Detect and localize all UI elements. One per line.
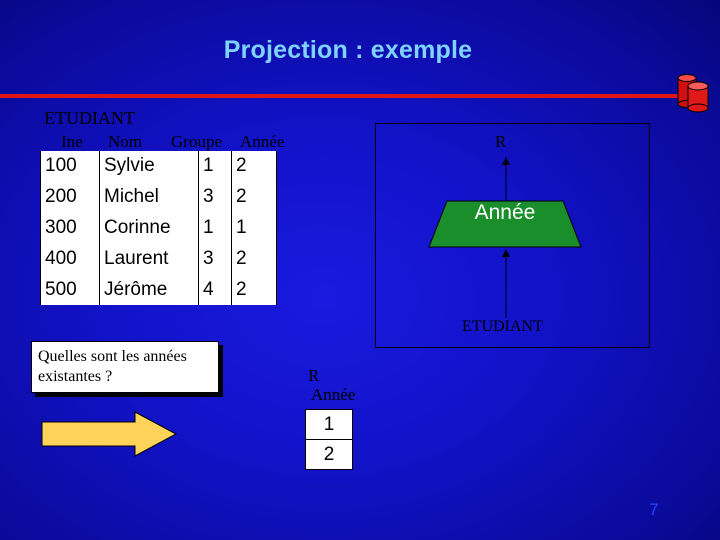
cell-ine: 500 — [40, 274, 100, 305]
cell-groupe: 3 — [198, 181, 232, 212]
cell-annee: 2 — [231, 243, 277, 274]
table-row: 2 — [305, 439, 353, 470]
table-row: 100 Sylvie 1 2 — [40, 151, 277, 181]
column-header-nom: Nom — [108, 132, 142, 151]
result-cell: 1 — [305, 409, 353, 440]
cell-nom: Michel — [99, 181, 199, 212]
cell-groupe: 1 — [198, 212, 232, 243]
projection-operator-label: Année — [474, 201, 536, 224]
cell-groupe: 1 — [198, 151, 232, 181]
column-header-annee: Année — [240, 132, 285, 151]
answer-arrow-icon — [41, 411, 178, 457]
cell-groupe: 4 — [198, 274, 232, 305]
table-row: 1 — [305, 409, 353, 440]
result-cell: 2 — [305, 439, 353, 470]
cell-annee: 2 — [231, 151, 277, 181]
column-header-groupe: Groupe — [171, 132, 222, 151]
cell-ine: 400 — [40, 243, 100, 274]
cell-annee: 2 — [231, 181, 277, 212]
cell-nom: Jérôme — [99, 274, 199, 305]
cell-annee: 2 — [231, 274, 277, 305]
page-number: 7 — [649, 500, 659, 519]
cell-groupe: 3 — [198, 243, 232, 274]
cell-annee: 1 — [231, 212, 277, 243]
query-tree-frame — [375, 123, 650, 348]
cylinder-front — [687, 81, 709, 113]
cell-ine: 300 — [40, 212, 100, 243]
result-table: 1 2 — [305, 409, 353, 470]
cell-nom: Laurent — [99, 243, 199, 274]
projection-operator-shape — [428, 200, 582, 248]
database-icon — [677, 74, 709, 113]
query-tree — [428, 157, 582, 318]
query-result-label: R — [495, 132, 507, 151]
result-column-header: Année — [311, 385, 356, 404]
title-underline — [0, 94, 684, 98]
cell-ine: 200 — [40, 181, 100, 212]
table-row: 500 Jérôme 4 2 — [40, 274, 277, 305]
result-table-name: R — [308, 366, 320, 385]
column-header-ine: Ine — [61, 132, 83, 151]
cell-ine: 100 — [40, 151, 100, 181]
table-row: 200 Michel 3 2 — [40, 181, 277, 212]
source-table: 100 Sylvie 1 2 200 Michel 3 2 300 Corinn… — [40, 151, 277, 305]
source-table-name: ETUDIANT — [44, 108, 135, 128]
table-row: 300 Corinne 1 1 — [40, 212, 277, 243]
cell-nom: Sylvie — [99, 151, 199, 181]
question-box: Quelles sont les années existantes ? — [31, 341, 219, 393]
cell-nom: Corinne — [99, 212, 199, 243]
table-row: 400 Laurent 3 2 — [40, 243, 277, 274]
slide-title: Projection : exemple — [223, 36, 473, 64]
query-input-label: ETUDIANT — [462, 318, 543, 335]
